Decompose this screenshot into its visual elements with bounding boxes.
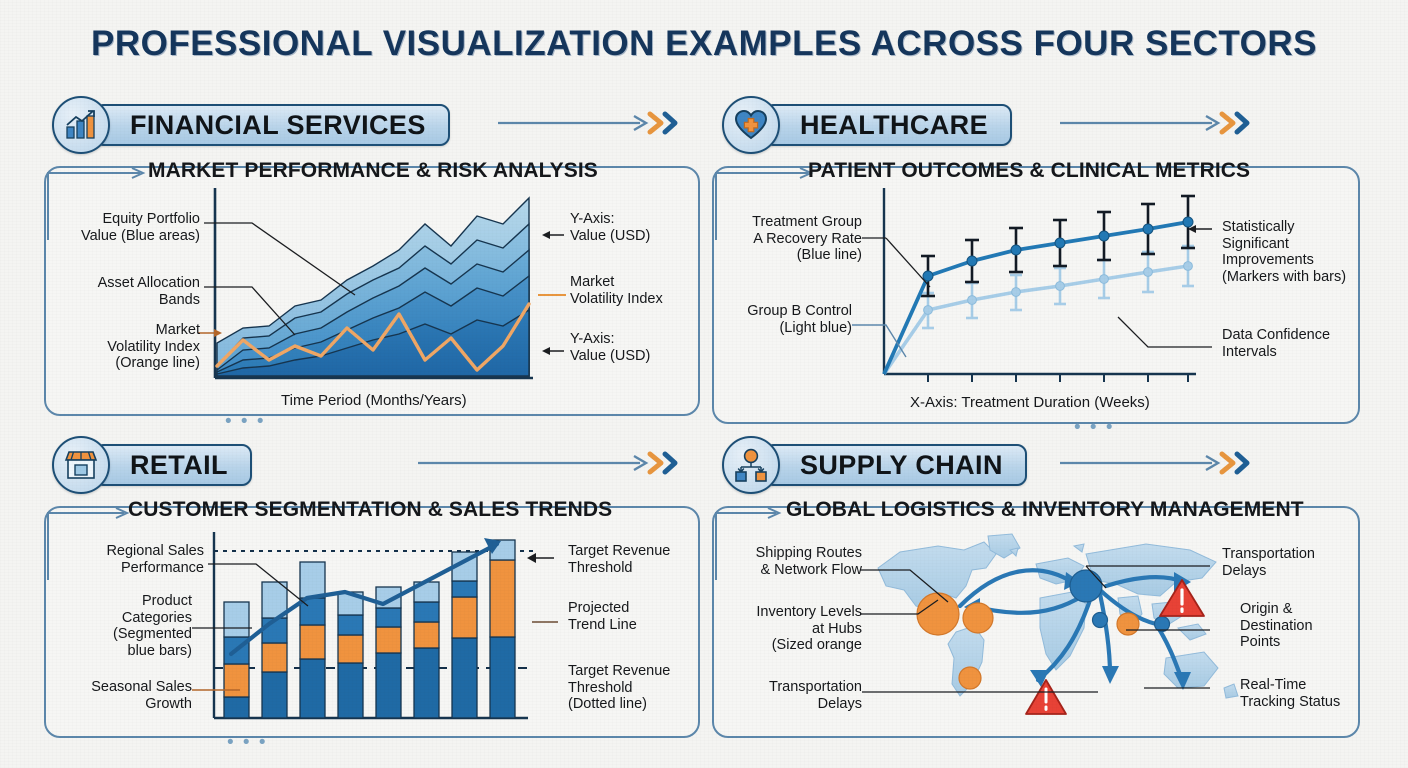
sector-name-financial: FINANCIAL SERVICES (130, 109, 426, 140)
financial-annotation-4: Market Volatility Index (570, 274, 663, 307)
supply-chain-annotation-3: Transportation Delays (1222, 546, 1315, 579)
healthcare-x-axis-label: X-Axis: Treatment Duration (Weeks) (910, 394, 1150, 411)
healthcare-dots: • • • (1074, 417, 1115, 438)
healthcare-annotation-0: Treatment Group A Recovery Rate (Blue li… (752, 214, 862, 264)
sector-header-healthcare[interactable]: HEALTHCARE (722, 96, 1012, 154)
supply-chain-annotation-4: Origin & Destination Points (1240, 601, 1313, 651)
financial-dots: • • • (225, 411, 266, 432)
financial-annotation-0: Equity Portfolio Value (Blue areas) (80, 211, 200, 244)
storefront-icon (52, 436, 110, 494)
healthcare-annotation-2: Statistically Significant Improvements (… (1222, 219, 1347, 285)
retail-card (44, 506, 700, 738)
retail-annotation-1: Product Categories (Segmented blue bars) (113, 593, 192, 659)
delay-alert-markers (1025, 579, 1205, 715)
supply-chain-map (877, 533, 1239, 715)
sector-pill-supply-chain[interactable]: SUPPLY CHAIN (764, 444, 1027, 486)
retail-annotation-0: Regional Sales Performance (106, 543, 204, 576)
sector-name-healthcare: HEALTHCARE (800, 109, 988, 140)
financial-annotation-5: Y-Axis: Value (USD) (570, 331, 651, 364)
financial-annotation-2: Market Volatility Index (Orange line) (107, 322, 200, 372)
financial-chart (213, 188, 533, 380)
supply-chain-annotation-0: Shipping Routes & Network Flow (755, 545, 862, 578)
supply-chain-headline-connector (715, 507, 782, 580)
financial-annotation-1: Asset Allocation Bands (97, 275, 200, 308)
financial-x-axis-label: Time Period (Months/Years) (281, 392, 467, 409)
retail-headline-connector (47, 507, 130, 580)
heart-plus-icon (722, 96, 780, 154)
healthcare-card (712, 166, 1360, 424)
sector-name-supply-chain: SUPPLY CHAIN (800, 449, 1003, 480)
healthcare-annotation-3: Data Confidence Intervals (1222, 327, 1331, 360)
healthcare-leaders (852, 225, 1212, 358)
network-nodes-icon (722, 436, 780, 494)
supply-chain-headline: GLOBAL LOGISTICS & INVENTORY MANAGEMENT (786, 498, 1304, 521)
supply-chain-annotation-5: Real-Time Tracking Status (1240, 677, 1341, 710)
financial-flow-arrow (498, 111, 678, 135)
origin-destination-nodes (1069, 569, 1171, 633)
sector-header-supply-chain[interactable]: SUPPLY CHAIN (722, 436, 1027, 494)
group-b-control-line (882, 264, 1189, 376)
retail-annotation-4: Projected Trend Line (568, 600, 637, 633)
retail-annotation-5: Target Revenue Threshold (Dotted line) (568, 663, 671, 713)
sector-pill-financial[interactable]: FINANCIAL SERVICES (94, 104, 450, 146)
retail-annotation-3: Target Revenue Threshold (568, 543, 671, 576)
bar-chart-growth-icon (52, 96, 110, 154)
financial-annotation-3: Y-Axis: Value (USD) (570, 211, 651, 244)
sector-header-financial[interactable]: FINANCIAL SERVICES (52, 96, 450, 154)
healthcare-headline-connector (715, 167, 814, 240)
retail-dots: • • • (227, 732, 268, 753)
retail-annotation-2: Seasonal Sales Growth (91, 679, 192, 712)
treatment-group-a-line (882, 220, 1189, 375)
healthcare-chart (882, 188, 1196, 382)
retail-headline: CUSTOMER SEGMENTATION & SALES TRENDS (128, 498, 613, 521)
retail-leaders (192, 553, 558, 691)
healthcare-flow-arrow (1060, 111, 1250, 135)
sector-name-retail: RETAIL (130, 449, 228, 480)
supply-chain-leaders (860, 565, 1210, 693)
retail-flow-arrow (418, 451, 678, 475)
retail-chart (212, 532, 534, 720)
sector-pill-retail[interactable]: RETAIL (94, 444, 252, 486)
projected-trend-line (228, 541, 500, 657)
page-title: PROFESSIONAL VISUALIZATION EXAMPLES ACRO… (90, 24, 1318, 63)
market-volatility-line (215, 302, 531, 372)
financial-leaders (198, 222, 566, 355)
sector-header-retail[interactable]: RETAIL (52, 436, 252, 494)
sector-pill-healthcare[interactable]: HEALTHCARE (764, 104, 1012, 146)
healthcare-annotation-1: Group B Control (Light blue) (747, 303, 852, 336)
supply-chain-annotation-2: Transportation Delays (769, 679, 862, 712)
supply-chain-flow-arrow (1060, 451, 1250, 475)
financial-headline-connector (47, 167, 146, 240)
supply-chain-annotation-1: Inventory Levels at Hubs (Sized orange (756, 604, 862, 654)
financial-headline: MARKET PERFORMANCE & RISK ANALYSIS (148, 159, 598, 182)
healthcare-headline: PATIENT OUTCOMES & CLINICAL METRICS (808, 159, 1251, 182)
